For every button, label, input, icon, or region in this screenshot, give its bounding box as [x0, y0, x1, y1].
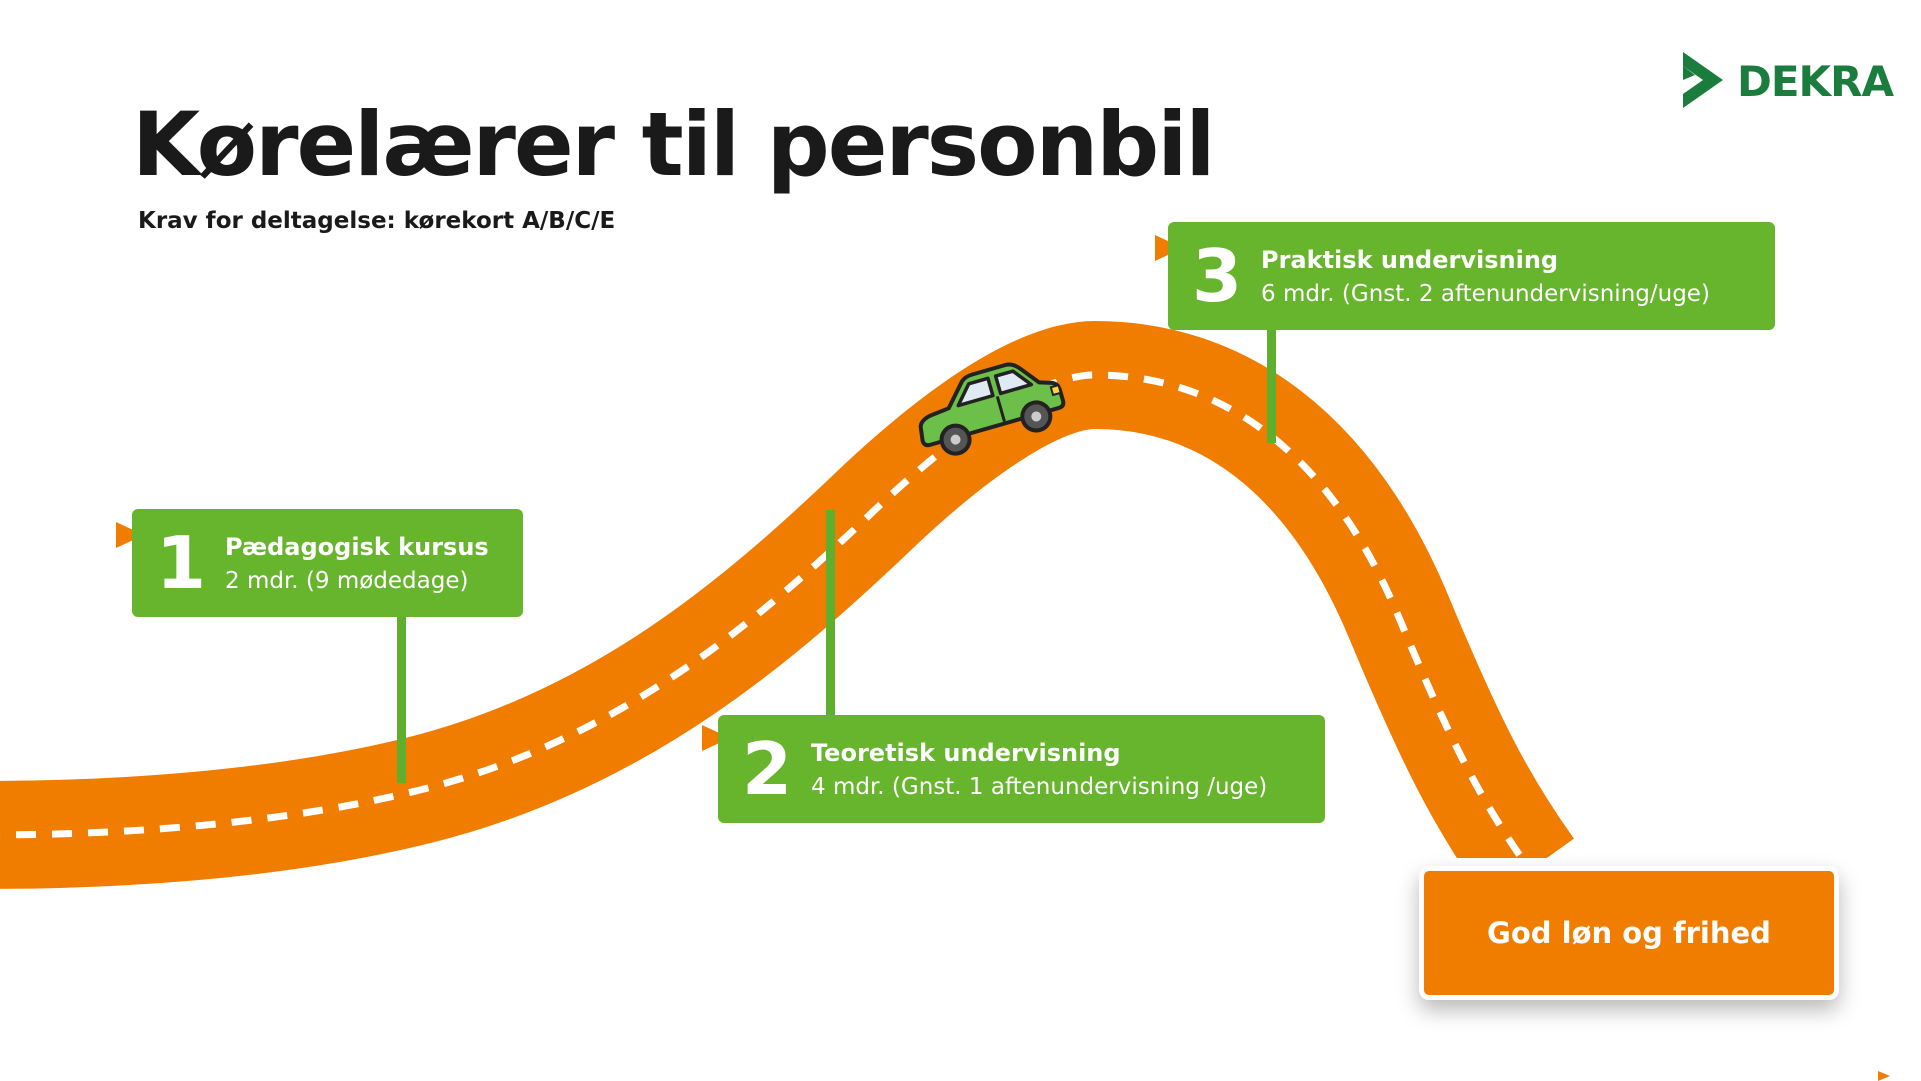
step-2-title: Teoretisk undervisning [811, 739, 1121, 767]
goal-box: God løn og frihed [1419, 866, 1839, 1000]
car-icon [918, 362, 1066, 456]
page-title: Kørelærer til personbil [132, 93, 1216, 196]
corner-triangle-icon [1878, 1071, 1890, 1081]
step-1-number: 1 [156, 521, 207, 605]
step-1-title: Pædagogisk kursus [225, 533, 489, 561]
dekra-logo: DEKRA [1681, 52, 1894, 108]
step-3-pole [1267, 328, 1276, 443]
step-3-card: 3 Praktisk undervisning 6 mdr. (Gnst. 2 … [1168, 222, 1775, 330]
step-1-card: 1 Pædagogisk kursus 2 mdr. (9 mødedage) [132, 509, 523, 617]
step-2-pole [826, 510, 835, 720]
step-2-number: 2 [742, 727, 793, 811]
page-subtitle: Krav for deltagelse: kørekort A/B/C/E [138, 208, 616, 234]
step-1-pole [397, 615, 406, 783]
dekra-arrow-icon [1683, 52, 1723, 108]
brand-name: DEKRA [1737, 57, 1894, 106]
step-1-description: 2 mdr. (9 mødedage) [225, 568, 469, 594]
goal-label: God løn og frihed [1487, 916, 1771, 950]
step-3-title: Praktisk undervisning [1261, 246, 1559, 274]
step-3-number: 3 [1192, 234, 1243, 318]
step-3-description: 6 mdr. (Gnst. 2 aftenundervisning/uge) [1261, 281, 1710, 307]
step-2-card: 2 Teoretisk undervisning 4 mdr. (Gnst. 1… [718, 715, 1325, 823]
step-2-description: 4 mdr. (Gnst. 1 aftenundervisning /uge) [811, 774, 1268, 800]
